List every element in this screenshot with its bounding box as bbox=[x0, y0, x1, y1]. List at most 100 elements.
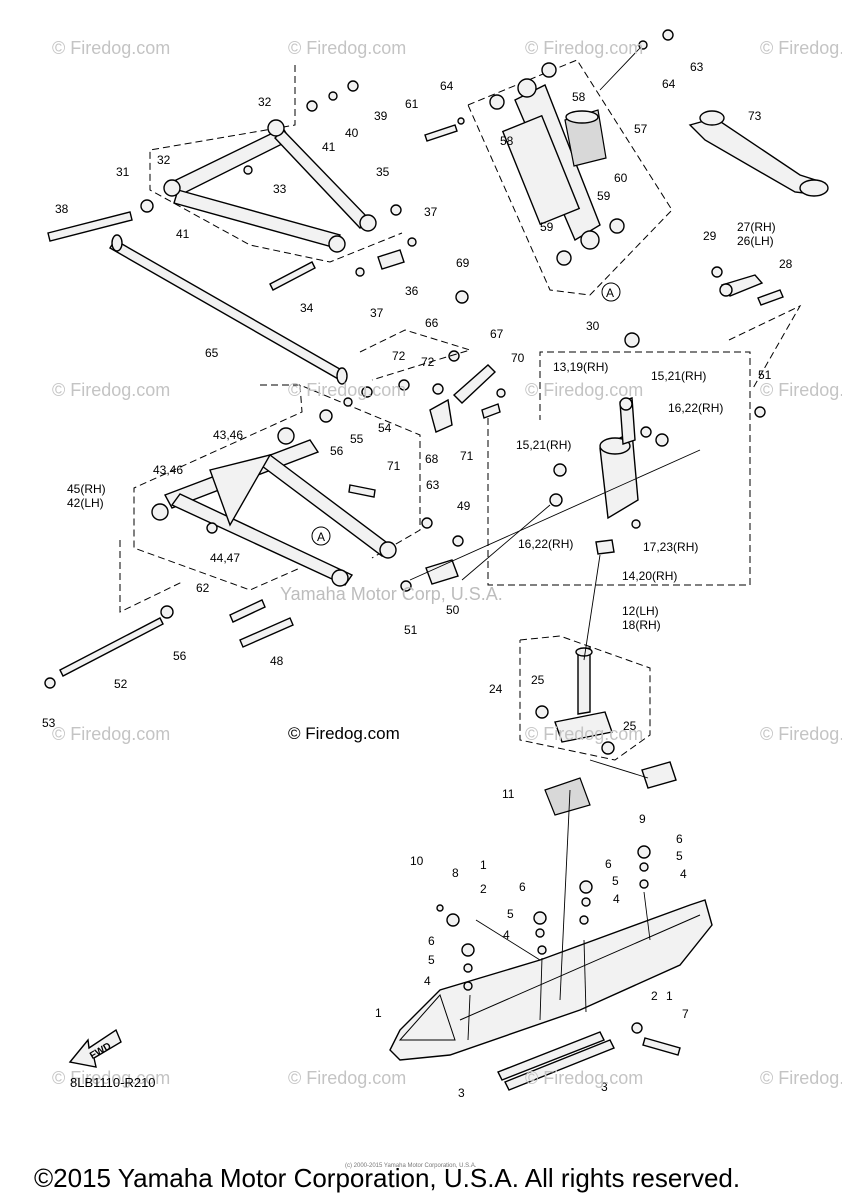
callout-5: 5 bbox=[428, 953, 435, 967]
callout-a: A bbox=[317, 530, 325, 544]
callout-33: 33 bbox=[273, 182, 287, 196]
callout-11: 11 bbox=[502, 787, 515, 801]
center-credit: © Firedog.com bbox=[288, 724, 400, 743]
callout-72: 72 bbox=[392, 349, 406, 363]
fine-print: (c) 2000-2015 Yamaha Motor Corporation, … bbox=[345, 1163, 477, 1169]
callout-32: 32 bbox=[258, 95, 272, 109]
callout-27: 27(RH) bbox=[737, 220, 776, 234]
callout-1: 1 bbox=[666, 989, 673, 1003]
watermark: © Firedog.com bbox=[760, 38, 842, 58]
callout-5: 5 bbox=[676, 849, 683, 863]
callout-59: 59 bbox=[597, 189, 611, 203]
callout-66: 66 bbox=[425, 316, 439, 330]
callout-4: 4 bbox=[613, 892, 620, 906]
callout-64: 64 bbox=[440, 79, 454, 93]
shock-absorber-assembly bbox=[424, 29, 674, 302]
callout-41: 41 bbox=[176, 227, 190, 241]
callout-41: 41 bbox=[322, 140, 336, 154]
ski bbox=[389, 845, 713, 1091]
callout-53: 53 bbox=[42, 716, 56, 730]
lower-arm-assembly bbox=[44, 384, 464, 689]
callout-a: A bbox=[606, 286, 614, 300]
callout-5: 5 bbox=[507, 907, 514, 921]
callout-58: 58 bbox=[500, 134, 514, 148]
callout-63: 63 bbox=[426, 478, 440, 492]
callout-51: 51 bbox=[404, 623, 418, 637]
callout-68: 68 bbox=[425, 452, 439, 466]
callout-54: 54 bbox=[378, 421, 392, 435]
callout-1: 1 bbox=[480, 858, 487, 872]
callout-17-23: 17,23(RH) bbox=[643, 540, 698, 554]
callout-labels: 63 64 64 61 58 58 57 60 59 59 A 73 32 40… bbox=[42, 60, 793, 1100]
fwd-label: FWD bbox=[88, 1041, 113, 1062]
callout-16-22: 16,22(RH) bbox=[518, 537, 573, 551]
callout-38: 38 bbox=[55, 202, 69, 216]
callout-60: 60 bbox=[614, 171, 628, 185]
watermark: © Firedog.com bbox=[525, 1068, 644, 1088]
watermark: © Firedog.com bbox=[52, 1068, 171, 1088]
callout-57: 57 bbox=[634, 122, 648, 136]
callout-5: 5 bbox=[612, 874, 619, 888]
callout-10: 10 bbox=[410, 854, 424, 868]
callout-34: 34 bbox=[300, 301, 314, 315]
callout-44-47: 44,47 bbox=[210, 551, 240, 565]
callout-16-22: 16,22(RH) bbox=[668, 401, 723, 415]
callout-25: 25 bbox=[531, 673, 545, 687]
callout-3: 3 bbox=[601, 1080, 608, 1094]
callout-50: 50 bbox=[446, 603, 460, 617]
fwd-arrow-icon: FWD bbox=[68, 1028, 122, 1068]
callout-64: 64 bbox=[662, 77, 676, 91]
callout-56: 56 bbox=[173, 649, 187, 663]
spindle-assembly bbox=[519, 635, 677, 816]
callout-72: 72 bbox=[421, 355, 435, 369]
callout-4: 4 bbox=[503, 928, 510, 942]
steering-arm-parts bbox=[711, 266, 802, 391]
callout-3: 3 bbox=[458, 1086, 465, 1100]
callout-43-46: 43,46 bbox=[213, 428, 243, 442]
handle-part bbox=[688, 110, 829, 197]
watermark: © Firedog.com bbox=[288, 38, 407, 58]
callout-12: 12(LH) bbox=[622, 604, 659, 618]
watermark: © Firedog.com bbox=[288, 380, 407, 400]
callout-18: 18(RH) bbox=[622, 618, 661, 632]
callout-2: 2 bbox=[480, 882, 487, 896]
callout-58: 58 bbox=[572, 90, 586, 104]
callout-59: 59 bbox=[540, 220, 554, 234]
watermark: © Firedog.com bbox=[52, 724, 171, 744]
drawing-code: 8LB1110-R210 bbox=[70, 1075, 156, 1090]
callout-25: 25 bbox=[623, 719, 637, 733]
callout-2: 2 bbox=[651, 989, 658, 1003]
callout-45: 45(RH) bbox=[67, 482, 106, 496]
callout-13-19: 13,19(RH) bbox=[553, 360, 608, 374]
callout-6: 6 bbox=[519, 880, 526, 894]
callout-8: 8 bbox=[452, 866, 459, 880]
callout-73: 73 bbox=[748, 109, 762, 123]
callout-56: 56 bbox=[330, 444, 344, 458]
callout-39: 39 bbox=[374, 109, 388, 123]
callout-42: 42(LH) bbox=[67, 496, 104, 510]
callout-1: 1 bbox=[375, 1006, 382, 1020]
watermark: © Firedog.com bbox=[52, 38, 171, 58]
callout-32: 32 bbox=[157, 153, 171, 167]
center-watermark: Yamaha Motor Corp, U.S.A. bbox=[280, 584, 503, 604]
watermark: © Firedog.com bbox=[525, 724, 644, 744]
callout-14-20: 14,20(RH) bbox=[622, 569, 677, 583]
callout-15-21: 15,21(RH) bbox=[516, 438, 571, 452]
callout-6: 6 bbox=[676, 832, 683, 846]
callout-9: 9 bbox=[639, 812, 646, 826]
leader-lines bbox=[409, 47, 701, 1041]
callout-63: 63 bbox=[690, 60, 704, 74]
watermark: © Firedog.com bbox=[52, 380, 171, 400]
upper-arm-assembly bbox=[47, 65, 417, 291]
copyright-notice: ©2015 Yamaha Motor Corporation, U.S.A. A… bbox=[34, 1163, 741, 1193]
spindle-housing-assembly bbox=[487, 332, 766, 586]
callout-52: 52 bbox=[114, 677, 128, 691]
callout-28: 28 bbox=[779, 257, 793, 271]
callout-62: 62 bbox=[196, 581, 210, 595]
watermark: © Firedog.com bbox=[760, 1068, 842, 1088]
bracket-parts bbox=[359, 290, 506, 433]
stabilizer-rod bbox=[109, 234, 348, 385]
callout-15-21: 15,21(RH) bbox=[651, 369, 706, 383]
callout-31: 31 bbox=[116, 165, 130, 179]
